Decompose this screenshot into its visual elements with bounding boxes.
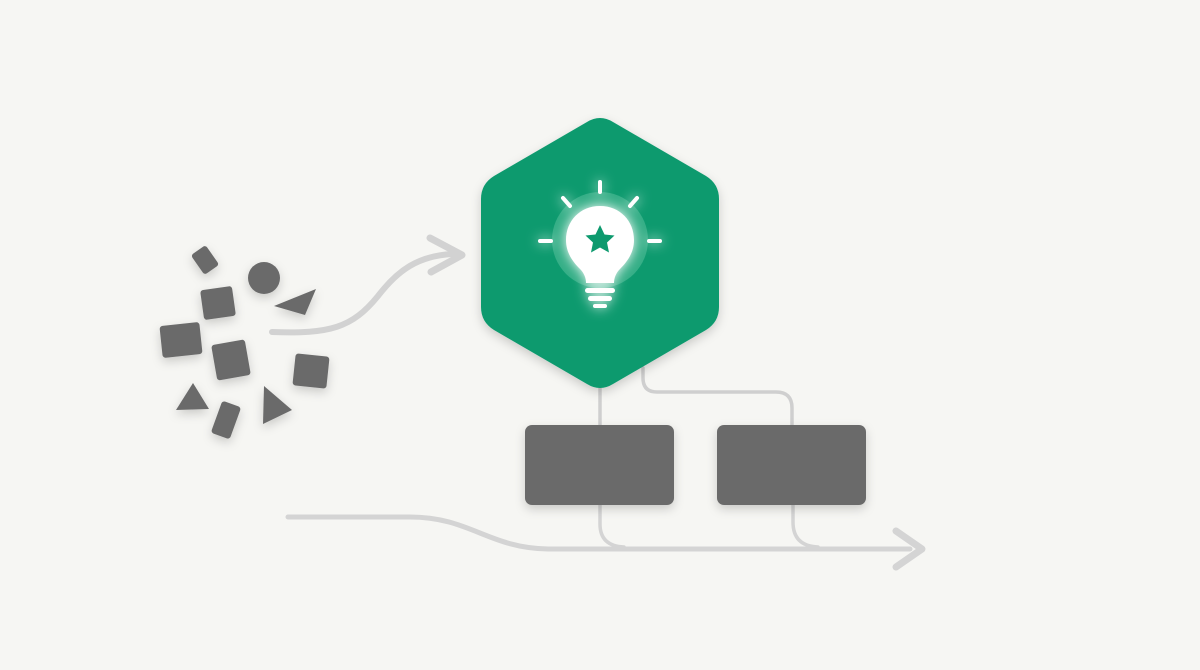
light-rays xyxy=(538,180,662,243)
star-icon xyxy=(585,225,615,253)
hub-connectors xyxy=(598,366,794,428)
output-flow xyxy=(285,502,926,571)
scatter-triangle-3 xyxy=(263,386,292,424)
lightbulb-star-icon xyxy=(538,180,662,308)
scatter-triangle-1 xyxy=(274,289,316,315)
output-blocks xyxy=(525,425,866,505)
scatter-triangle-2 xyxy=(176,383,209,410)
scattered-shapes xyxy=(159,246,330,439)
connector-right-block-flow xyxy=(791,502,820,549)
scatter-shape-1 xyxy=(191,246,219,274)
idea-hexagon xyxy=(481,118,719,388)
scatter-shape-5 xyxy=(292,353,330,389)
input-arrow-head-icon xyxy=(426,234,466,276)
output-arrow-line xyxy=(285,514,913,552)
scatter-shape-2 xyxy=(200,286,236,320)
scatter-shape-4 xyxy=(211,339,251,381)
bulb-base-2 xyxy=(588,296,612,301)
output-arrow-head-icon xyxy=(892,527,926,571)
scatter-circle xyxy=(248,262,280,294)
connector-left-block-flow xyxy=(598,502,626,549)
input-arrow xyxy=(269,234,466,336)
scatter-shape-6 xyxy=(211,401,241,439)
bulb-base-1 xyxy=(585,288,615,293)
scatter-shape-3 xyxy=(159,322,203,358)
bulb-base-3 xyxy=(593,304,607,308)
input-arrow-line xyxy=(269,251,455,336)
block-left xyxy=(525,425,674,505)
connector-hub-right-block xyxy=(641,366,794,428)
block-right xyxy=(717,425,866,505)
